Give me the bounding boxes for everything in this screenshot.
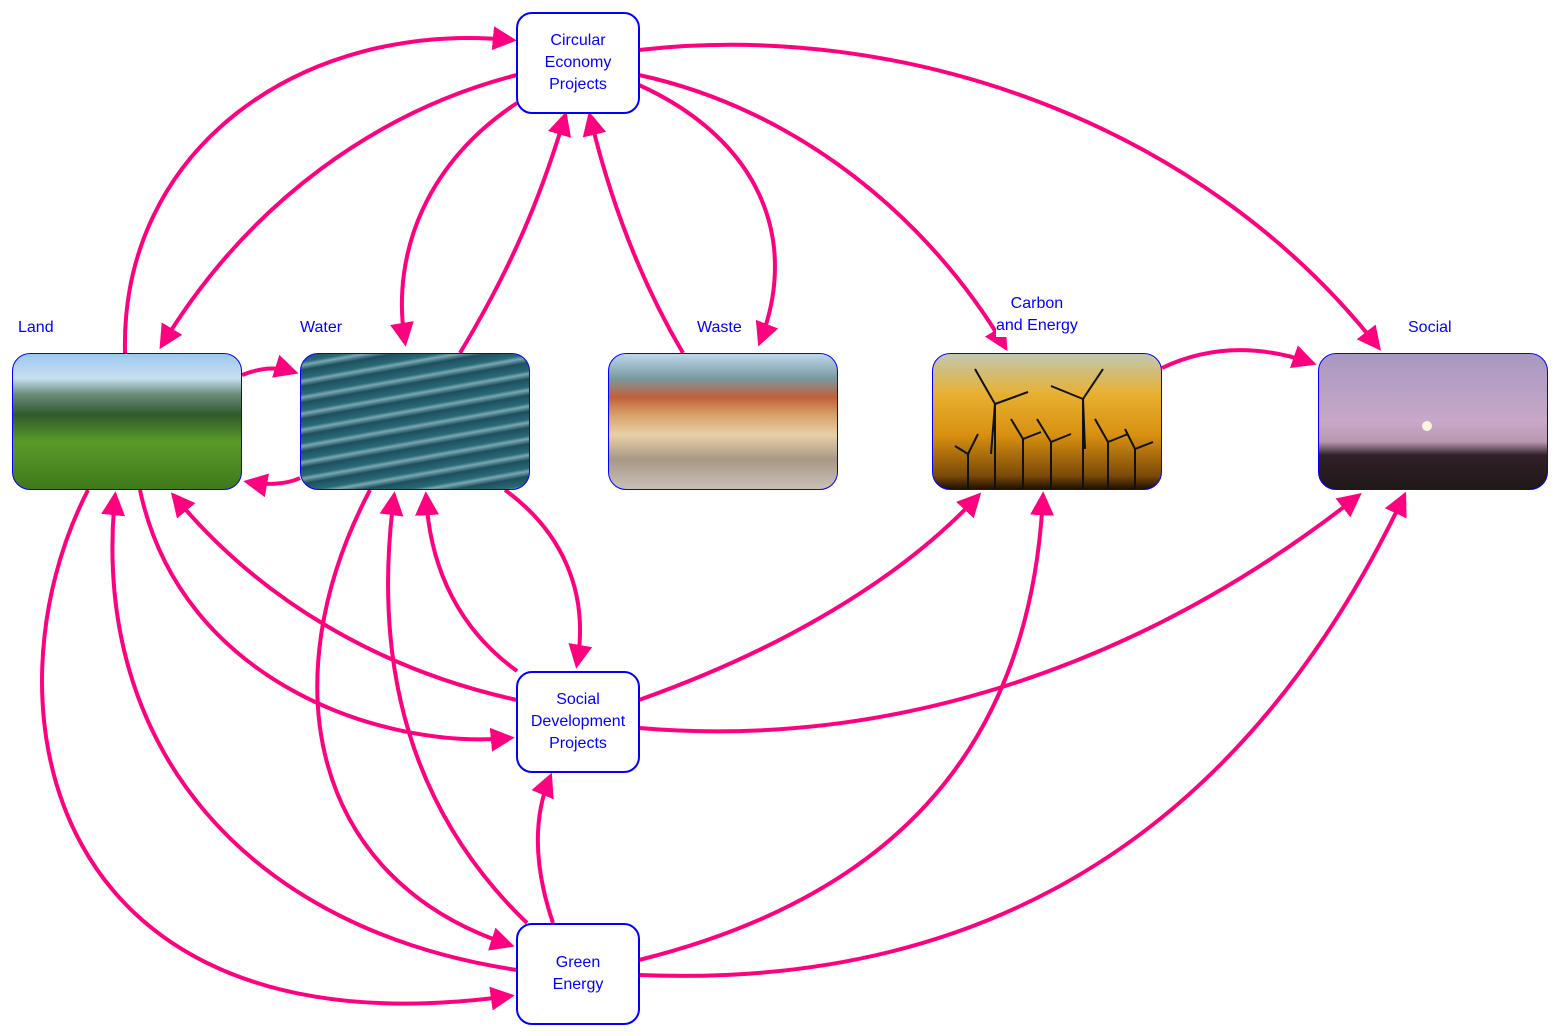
wind-turbines-image bbox=[932, 353, 1162, 490]
arrow-circular-to-carbon bbox=[638, 73, 1008, 352]
arrow-carbon-to-social bbox=[1161, 345, 1317, 370]
arrow-circular-to-water bbox=[390, 101, 519, 347]
arrow-waste-to-circular bbox=[582, 111, 685, 355]
arrow-circular-to-waste bbox=[638, 83, 779, 347]
arrow-green-to-water bbox=[379, 491, 529, 925]
circular-economy-projects-node[interactable]: Circular Economy Projects bbox=[516, 12, 640, 114]
social-development-projects-node[interactable]: Social Development Projects bbox=[516, 671, 640, 773]
arrow-socialdev-to-water bbox=[415, 491, 519, 673]
arrow-water-to-socialdev bbox=[503, 488, 593, 669]
arrow-green-to-socialdev bbox=[531, 772, 555, 924]
arrow-water-to-green bbox=[315, 489, 515, 951]
land-label: Land bbox=[18, 319, 54, 336]
water-label: Water bbox=[300, 319, 343, 336]
arrow-socialdev-to-land bbox=[170, 492, 518, 702]
arrow-land-to-green bbox=[40, 489, 515, 1011]
arrow-water-to-circular bbox=[458, 111, 572, 355]
arrow-circular-to-social bbox=[638, 42, 1381, 351]
water-image bbox=[300, 353, 530, 490]
arrow-water-to-land bbox=[243, 473, 301, 498]
social-people-image bbox=[1318, 353, 1548, 490]
carbon-energy-label: Carbon and Energy bbox=[996, 293, 1078, 337]
arrow-land-to-water bbox=[241, 354, 299, 378]
arrow-socialdev-to-social bbox=[638, 493, 1362, 734]
land-image bbox=[12, 353, 242, 490]
arrow-circular-to-land bbox=[159, 73, 518, 350]
waste-image bbox=[608, 353, 838, 490]
waste-label: Waste bbox=[697, 319, 742, 336]
social-label: Social bbox=[1408, 319, 1452, 336]
green-energy-node[interactable]: Green Energy bbox=[516, 923, 640, 1025]
arrow-land-to-circular bbox=[122, 26, 517, 354]
arrow-green-to-land bbox=[101, 491, 518, 972]
arrow-green-to-social bbox=[638, 491, 1407, 978]
arrow-land-to-socialdev bbox=[138, 489, 515, 752]
arrow-socialdev-to-carbon bbox=[638, 492, 982, 702]
arrow-green-to-carbon bbox=[638, 491, 1055, 962]
